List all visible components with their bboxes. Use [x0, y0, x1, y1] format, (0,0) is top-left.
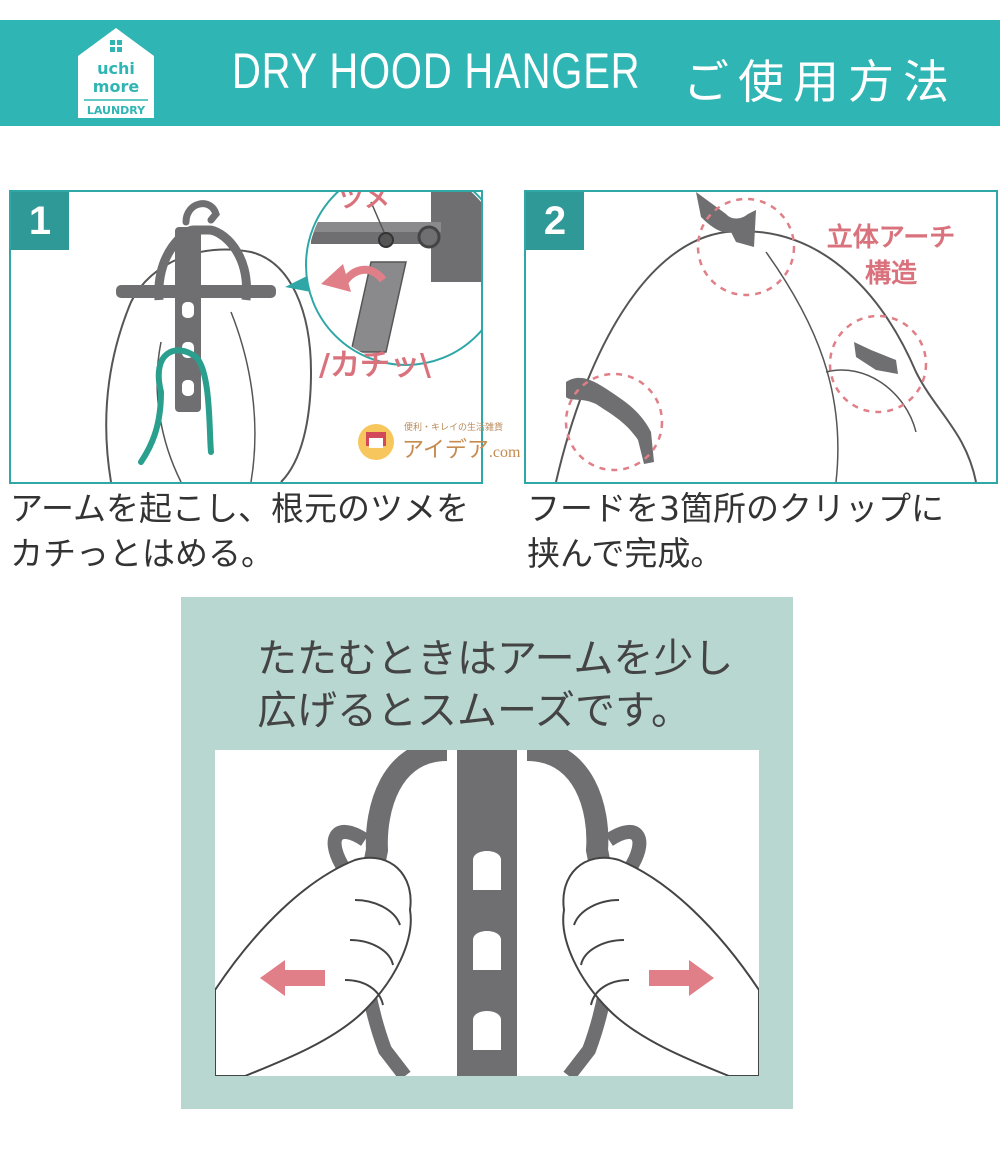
logo-text-more: more [93, 77, 140, 96]
page-title: DRY HOOD HANGER [232, 43, 641, 99]
callout-arch-line2: 構造 [864, 259, 917, 289]
step1-illustration [105, 192, 481, 482]
step1-caption-line2: カチっとはめる。 [10, 534, 274, 573]
step2-caption: フードを3箇所のクリップに 挟んで完成。 [527, 486, 944, 576]
tip-line1: たたむときはアームを少し [257, 636, 734, 682]
step2-illustration [555, 192, 977, 482]
tip-text: たたむときはアームを少し 広げるとスムーズです。 [257, 633, 733, 737]
watermark-small-text: 便利・キレイの生活雑貨 [404, 423, 504, 433]
step2-caption-line2: 挟んで完成。 [527, 534, 724, 573]
aidea-watermark: 便利・キレイの生活雑貨 アイデア.com [356, 420, 556, 464]
callout-arch-structure: 立体アーチ 構造 [816, 220, 966, 292]
step2-caption-line1: フードを3箇所のクリップに [527, 489, 944, 528]
step-number-badge-1: 1 [11, 192, 69, 250]
step1-caption: アームを起こし、根元のツメを カチっとはめる。 [10, 486, 469, 576]
page-subtitle: ご使用方法 [683, 55, 958, 109]
callout-arch-line1: 立体アーチ [826, 223, 956, 253]
folding-hands-svg [215, 750, 759, 1076]
step1-caption-line1: アームを起こし、根元のツメを [10, 489, 470, 528]
header-bar: uchi more LAUNDRY DRY HOOD HANGER ご使用方法 [0, 20, 1000, 126]
logo-text-laundry: LAUNDRY [87, 104, 146, 117]
callout-kachi: /カチッ\ [319, 340, 431, 384]
watermark-aidea: アイデア [402, 438, 489, 463]
step1-panel: 1 ツメ /カチッ\ [9, 190, 483, 484]
watermark-com: .com [488, 444, 521, 461]
aidea-logo-icon [358, 424, 394, 460]
callout-kachi-text: カチッ [329, 348, 420, 383]
uchimore-logo: uchi more LAUNDRY [76, 26, 156, 120]
step-number-badge-2: 2 [526, 192, 584, 250]
watermark-main-text: アイデア.com [402, 432, 520, 464]
callout-tsume: ツメ [338, 190, 391, 214]
callout-kachi-right-mark: \ [419, 348, 431, 383]
logo-text-uchi: uchi [97, 59, 135, 78]
tip-line2: 広げるとスムーズです。 [257, 688, 691, 734]
folding-tip-box: たたむときはアームを少し 広げるとスムーズです。 [181, 597, 793, 1109]
callout-kachi-left-mark: / [319, 348, 330, 383]
folding-illustration [215, 750, 759, 1076]
step2-panel: 2 立体アーチ 構造 [524, 190, 998, 484]
